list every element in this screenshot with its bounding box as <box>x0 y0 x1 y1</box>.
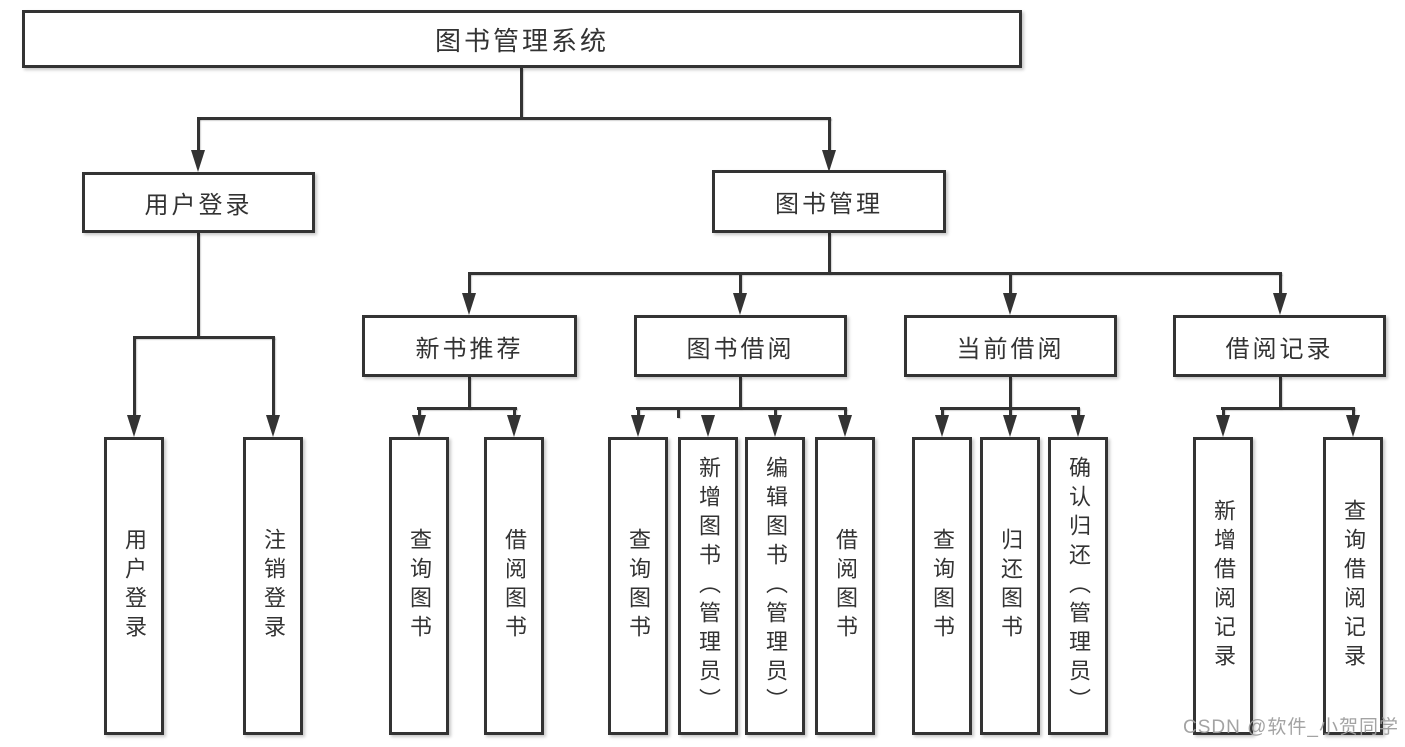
connector-drop-new-books <box>468 274 471 297</box>
arrow-down-icon <box>191 150 205 172</box>
node-leaf-borrow-books: 借阅图书 <box>484 437 544 735</box>
node-label: 图书借阅 <box>686 335 795 363</box>
node-label: 借阅记录 <box>1225 335 1334 363</box>
arrow-down-icon <box>1346 415 1360 437</box>
node-leaf-borrow-books: 借阅图书 <box>815 437 875 735</box>
connector-group3-stem <box>1279 377 1282 409</box>
node-book-borrowing: 图书借阅 <box>634 315 847 377</box>
node-label: 借阅图书 <box>833 528 858 644</box>
connector-book-stem <box>828 233 831 274</box>
node-label: 用户登录 <box>144 192 253 219</box>
node-leaf-edit-books-admin: 编辑图书（管理员） <box>745 437 805 735</box>
connector-drop-borrow-records <box>1279 274 1282 297</box>
node-leaf-query-books: 查询图书 <box>608 437 668 735</box>
node-label: 查询图书 <box>407 528 432 644</box>
connector-drop-leaf <box>1222 409 1225 418</box>
node-label: 查询图书 <box>930 528 955 644</box>
node-leaf-query-books: 查询图书 <box>389 437 449 735</box>
connector-group3-branch <box>1221 407 1355 410</box>
arrow-down-icon <box>1216 415 1230 437</box>
node-label: 用户登录 <box>122 528 147 644</box>
connector-group2-branch <box>940 407 1080 410</box>
connector-drop-leaf <box>844 409 847 418</box>
connector-user-branch <box>133 336 275 339</box>
node-leaf-query-books: 查询图书 <box>912 437 972 735</box>
arrow-down-icon <box>462 293 476 315</box>
node-label: 编辑图书（管理员） <box>763 455 788 717</box>
connector-drop-leaf <box>1352 409 1355 418</box>
connector-drop-leaf <box>418 409 421 418</box>
arrow-down-icon <box>127 415 141 437</box>
arrow-down-icon <box>768 415 782 437</box>
connector-drop-leaf <box>637 409 640 418</box>
node-leaf-add-borrow-record: 新增借阅记录 <box>1193 437 1253 735</box>
node-label: 注销登录 <box>261 528 286 644</box>
node-label: 新增图书（管理员） <box>696 455 721 717</box>
connector-drop-login <box>133 338 136 419</box>
connector-drop-leaf <box>941 409 944 418</box>
arrow-down-icon <box>1003 415 1017 437</box>
node-label: 确认归还（管理员） <box>1066 455 1091 717</box>
arrow-down-icon <box>631 415 645 437</box>
node-label: 图书管理系统 <box>434 25 609 56</box>
connector-group1-branch <box>636 407 847 410</box>
node-label: 借阅图书 <box>502 528 527 644</box>
node-book-management-module: 图书管理 <box>712 170 946 233</box>
node-leaf-query-borrow-record: 查询借阅记录 <box>1323 437 1383 735</box>
csdn-watermark: CSDN @软件_小贺同学 <box>1183 717 1399 738</box>
connector-drop-user-login <box>197 118 200 154</box>
arrow-down-icon <box>701 415 715 437</box>
node-leaf-return-books: 归还图书 <box>980 437 1040 735</box>
node-label: 归还图书 <box>998 528 1023 644</box>
connector-drop-leaf <box>513 409 516 418</box>
node-label: 新书推荐 <box>415 335 524 363</box>
connector-group0-branch <box>417 407 517 410</box>
node-new-book-recommend: 新书推荐 <box>362 315 577 377</box>
node-label: 图书管理 <box>775 191 883 218</box>
connector-drop-leaf <box>677 409 680 418</box>
node-leaf-add-books-admin: 新增图书（管理员） <box>678 437 738 735</box>
connector-drop-leaf <box>1009 409 1012 418</box>
arrow-down-icon <box>822 150 836 172</box>
connector-drop-current-borrow <box>1009 274 1012 297</box>
connector-drop-book-borrow <box>739 274 742 297</box>
arrow-down-icon <box>838 415 852 437</box>
arrow-down-icon <box>266 415 280 437</box>
connector-group2-stem <box>1009 377 1012 409</box>
connector-drop-leaf <box>774 409 777 418</box>
arrow-down-icon <box>1071 415 1085 437</box>
node-label: 查询借阅记录 <box>1341 499 1366 673</box>
arrow-down-icon <box>507 415 521 437</box>
connector-drop-book-management <box>828 118 831 154</box>
node-leaf-user-login: 用户登录 <box>104 437 164 735</box>
arrow-down-icon <box>935 415 949 437</box>
node-leaf-confirm-return-admin: 确认归还（管理员） <box>1048 437 1108 735</box>
connector-book-branch <box>468 272 1282 275</box>
connector-group0-stem <box>468 377 471 409</box>
connector-drop-logout <box>272 338 275 419</box>
node-borrowing-records: 借阅记录 <box>1173 315 1386 377</box>
node-library-management-system: 图书管理系统 <box>22 10 1022 68</box>
arrow-down-icon <box>412 415 426 437</box>
node-leaf-logout: 注销登录 <box>243 437 303 735</box>
arrow-down-icon <box>733 293 747 315</box>
connector-drop-leaf <box>1077 409 1080 418</box>
arrow-down-icon <box>1003 293 1017 315</box>
node-label: 当前借阅 <box>956 335 1065 363</box>
connector-root-stem <box>520 68 523 118</box>
connector-group1-stem <box>739 377 742 409</box>
arrow-down-icon <box>1273 293 1287 315</box>
node-label: 查询图书 <box>626 528 651 644</box>
connector-user-stem <box>197 233 200 337</box>
node-label: 新增借阅记录 <box>1211 499 1236 673</box>
node-user-login-module: 用户登录 <box>82 172 315 233</box>
connector-root-branch <box>197 117 831 120</box>
node-current-borrowing: 当前借阅 <box>904 315 1117 377</box>
